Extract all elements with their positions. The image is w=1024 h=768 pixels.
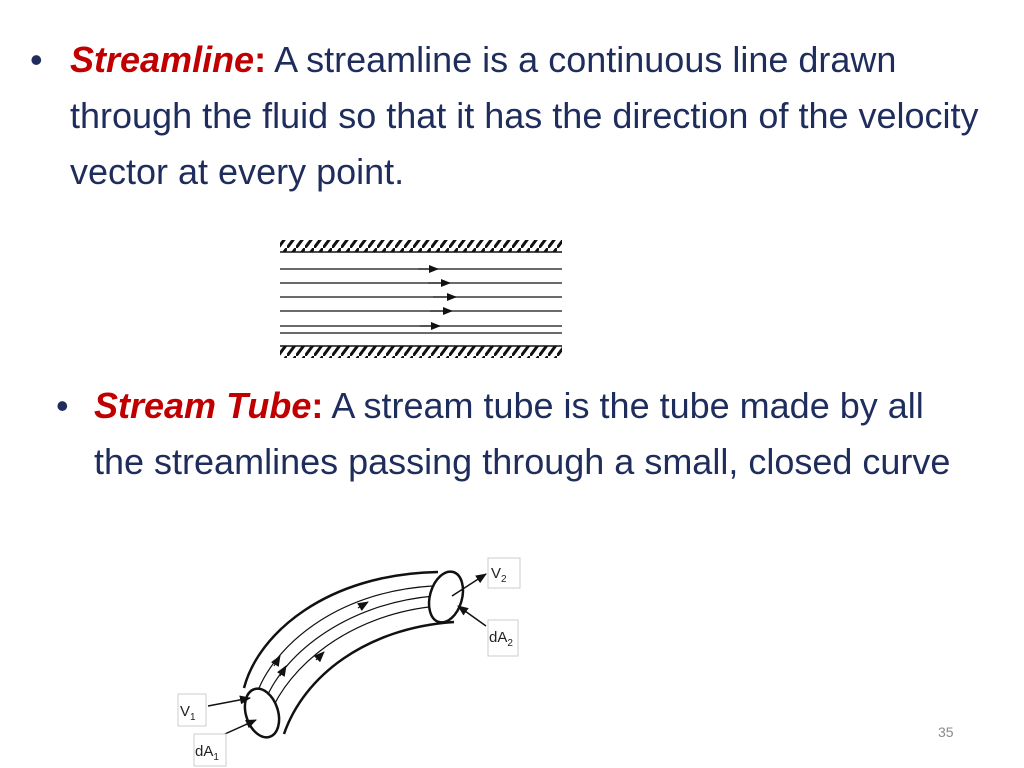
top-wall-hatch: [280, 240, 562, 252]
v1-label: V1: [180, 703, 196, 723]
tube-streamline: [263, 595, 435, 705]
v1-label-box: [177, 693, 207, 727]
streamline-definition: A streamline is a continuous line drawn …: [70, 39, 979, 192]
tube-streamlines: [255, 585, 439, 715]
tube-arrow: [357, 601, 369, 612]
term-colon: :: [311, 385, 324, 426]
streamtube-diagram: V2 dA2 V1 dA1: [177, 557, 521, 767]
bullet-text: Stream Tube: A stream tube is the tube m…: [56, 378, 956, 490]
da1-label-box: [193, 733, 227, 767]
bullet-dot: •: [56, 385, 69, 426]
streamlines: [280, 265, 562, 334]
bullet-stream-tube: • Stream Tube: A stream tube is the tube…: [56, 378, 956, 490]
term-colon: :: [254, 39, 267, 80]
inlet-cross-section: [243, 687, 281, 739]
streamline-diagram: [280, 240, 562, 358]
bullet-dot: •: [30, 39, 43, 80]
v2-label: V2: [491, 565, 507, 585]
da2-arrow: [457, 605, 487, 627]
v2-label-box: [487, 557, 521, 589]
tube-arrow: [270, 655, 281, 667]
tube-lower-wall: [282, 620, 455, 735]
bullet-streamline: • Streamline: A streamline is a continuo…: [30, 32, 990, 200]
da2-label: dA2: [489, 629, 513, 649]
tube-arrow: [313, 651, 325, 663]
term-streamline: Streamline: [70, 39, 255, 80]
v1-arrow: [207, 695, 251, 707]
tube-streamline: [255, 585, 433, 697]
tube-arrowheads: [270, 601, 369, 677]
outlet-cross-section: [427, 570, 465, 624]
stream-tube-definition: A stream tube is the tube made by all th…: [94, 385, 951, 482]
term-stream-tube: Stream Tube: [94, 385, 312, 426]
da1-label: dA1: [195, 743, 219, 763]
bullet-text: Streamline: A streamline is a continuous…: [30, 32, 990, 200]
tube-upper-wall: [242, 570, 439, 689]
tube-arrow: [276, 665, 287, 677]
page-number: 35: [938, 724, 954, 740]
da2-label-box: [487, 619, 519, 657]
v2-arrow: [451, 573, 487, 597]
bottom-wall-hatch: [280, 346, 562, 358]
tube-streamline: [269, 605, 439, 715]
